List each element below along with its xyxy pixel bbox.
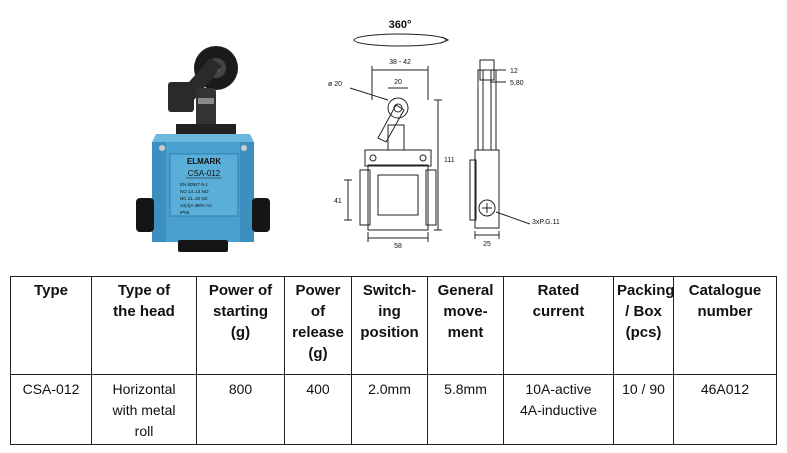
dim-25: 25 bbox=[483, 241, 491, 248]
dim-38-42: 38 - 42 bbox=[389, 59, 411, 66]
header-cell: General move- ment bbox=[427, 276, 504, 375]
table-cell: 46A012 bbox=[673, 374, 777, 445]
table-row: CSA-012 Horizontal with metal roll 800 4… bbox=[10, 374, 777, 445]
dim-5-80: 5,80 bbox=[510, 80, 524, 87]
table-cell: 400 bbox=[284, 374, 352, 445]
header-cell: Power of starting (g) bbox=[196, 276, 285, 375]
product-photo: ELMARK CSA-012 EN 60947-5-1 NO 13..14 NO… bbox=[136, 46, 270, 252]
table-cell: CSA-012 bbox=[10, 374, 92, 445]
front-view bbox=[344, 66, 442, 242]
label-line: IP65 bbox=[180, 210, 190, 215]
table-cell: 800 bbox=[196, 374, 285, 445]
spec-table: Type Type of the head Power of starting … bbox=[10, 276, 777, 445]
table-header-row: Type Type of the head Power of starting … bbox=[10, 276, 777, 375]
header-cell: Power of release (g) bbox=[284, 276, 352, 375]
table-cell: 2.0mm bbox=[351, 374, 428, 445]
header-cell: Type bbox=[10, 276, 92, 375]
dim-111: 111 bbox=[444, 157, 455, 164]
header-cell: Rated current bbox=[503, 276, 614, 375]
dim-12: 12 bbox=[510, 68, 518, 75]
dim-41: 41 bbox=[334, 198, 342, 205]
label-line: EN 60947-5-1 bbox=[180, 182, 209, 187]
plunger bbox=[196, 88, 216, 128]
table-cell: 10 / 90 bbox=[613, 374, 674, 445]
table-cell: 10A-active 4A-inductive bbox=[503, 374, 614, 445]
dim-20: 20 bbox=[394, 79, 402, 86]
dim-58: 58 bbox=[394, 243, 402, 250]
brand-label: ELMARK bbox=[187, 157, 221, 166]
model-label: CSA-012 bbox=[188, 169, 221, 178]
header-cell: Catalogue number bbox=[673, 276, 777, 375]
table-cell: Horizontal with metal roll bbox=[91, 374, 197, 445]
label-line: NC 21..22 NC bbox=[180, 196, 209, 201]
label-line: 10(4)A 380V AC bbox=[180, 203, 213, 208]
dim-dia20: ø 20 bbox=[328, 81, 342, 88]
rotation-arrow bbox=[353, 33, 447, 47]
header-cell: Packing / Box (pcs) bbox=[613, 276, 675, 375]
header-cell: Switch- ing position bbox=[351, 276, 428, 375]
technical-drawing: 360° 38 - 42 20 ø 20 111 41 58 bbox=[328, 19, 560, 250]
label-line: NO 13..14 NO bbox=[180, 189, 209, 194]
thread-label: 3xP.G.11 bbox=[532, 219, 560, 226]
table-cell: 5.8mm bbox=[427, 374, 504, 445]
header-cell: Type of the head bbox=[91, 276, 197, 375]
rotation-label: 360° bbox=[389, 19, 412, 31]
side-view bbox=[469, 59, 531, 239]
